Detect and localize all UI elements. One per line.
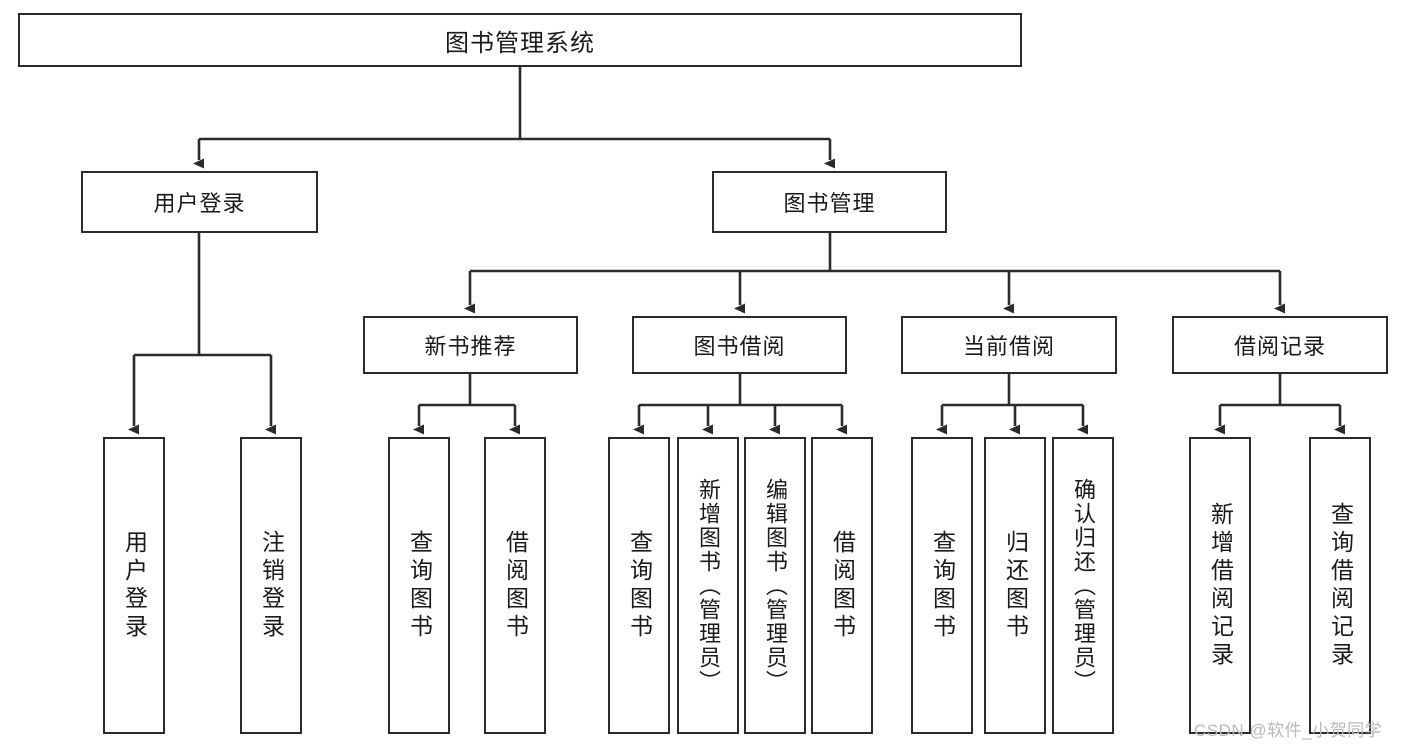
node-borrow-record[interactable]: 借阅记录 xyxy=(1172,316,1388,374)
node-leaf-query-book-cur[interactable]: 查询图书 xyxy=(911,437,973,734)
node-leaf-borrow-book-rec[interactable]: 借阅图书 xyxy=(484,437,546,734)
node-label: 图书借阅 xyxy=(693,334,786,359)
watermark-csdn: CSDN @软件_小贺同学 xyxy=(1194,721,1383,740)
node-leaf-query-book-borrow[interactable]: 查询图书 xyxy=(608,437,670,734)
node-leaf-return-book[interactable]: 归还图书 xyxy=(984,437,1046,734)
node-root-system[interactable]: 图书管理系统 xyxy=(18,13,1022,67)
node-leaf-add-record[interactable]: 新增借阅记录 xyxy=(1189,437,1251,734)
node-current-borrow[interactable]: 当前借阅 xyxy=(901,316,1117,374)
node-label: 查询图书 xyxy=(406,529,433,642)
node-leaf-query-book-rec[interactable]: 查询图书 xyxy=(388,437,450,734)
node-book-borrow[interactable]: 图书借阅 xyxy=(632,316,847,374)
node-book-manage[interactable]: 图书管理 xyxy=(712,171,947,233)
node-label: 用户登录 xyxy=(153,191,246,216)
node-label: 编辑图书（管理员） xyxy=(763,477,788,694)
node-label: 新增借阅记录 xyxy=(1207,501,1234,670)
node-label: 借阅图书 xyxy=(502,529,529,642)
node-label: 查询图书 xyxy=(626,529,653,642)
node-label: 归还图书 xyxy=(1002,529,1029,642)
node-leaf-query-record[interactable]: 查询借阅记录 xyxy=(1309,437,1371,734)
node-label: 确认归还（管理员） xyxy=(1071,477,1096,694)
node-leaf-edit-book[interactable]: 编辑图书（管理员） xyxy=(744,437,806,734)
node-leaf-user-login[interactable]: 用户登录 xyxy=(103,437,165,734)
node-label: 借阅图书 xyxy=(829,529,856,642)
node-label: 图书管理 xyxy=(783,191,876,216)
node-label: 新增图书（管理员） xyxy=(696,477,721,694)
node-label: 当前借阅 xyxy=(962,334,1055,359)
node-label: 用户登录 xyxy=(121,529,148,642)
node-label: 查询借阅记录 xyxy=(1327,501,1354,670)
node-label: 新书推荐 xyxy=(424,334,517,359)
node-label: 借阅记录 xyxy=(1233,334,1326,359)
node-leaf-logout[interactable]: 注销登录 xyxy=(240,437,302,734)
node-new-book-recommend[interactable]: 新书推荐 xyxy=(363,316,578,374)
node-user-login[interactable]: 用户登录 xyxy=(81,171,318,233)
node-leaf-borrow-book[interactable]: 借阅图书 xyxy=(811,437,873,734)
node-leaf-confirm-return[interactable]: 确认归还（管理员） xyxy=(1052,437,1114,734)
node-label: 注销登录 xyxy=(258,529,285,642)
node-leaf-add-book[interactable]: 新增图书（管理员） xyxy=(677,437,739,734)
node-label: 图书管理系统 xyxy=(445,29,595,57)
node-label: 查询图书 xyxy=(929,529,956,642)
